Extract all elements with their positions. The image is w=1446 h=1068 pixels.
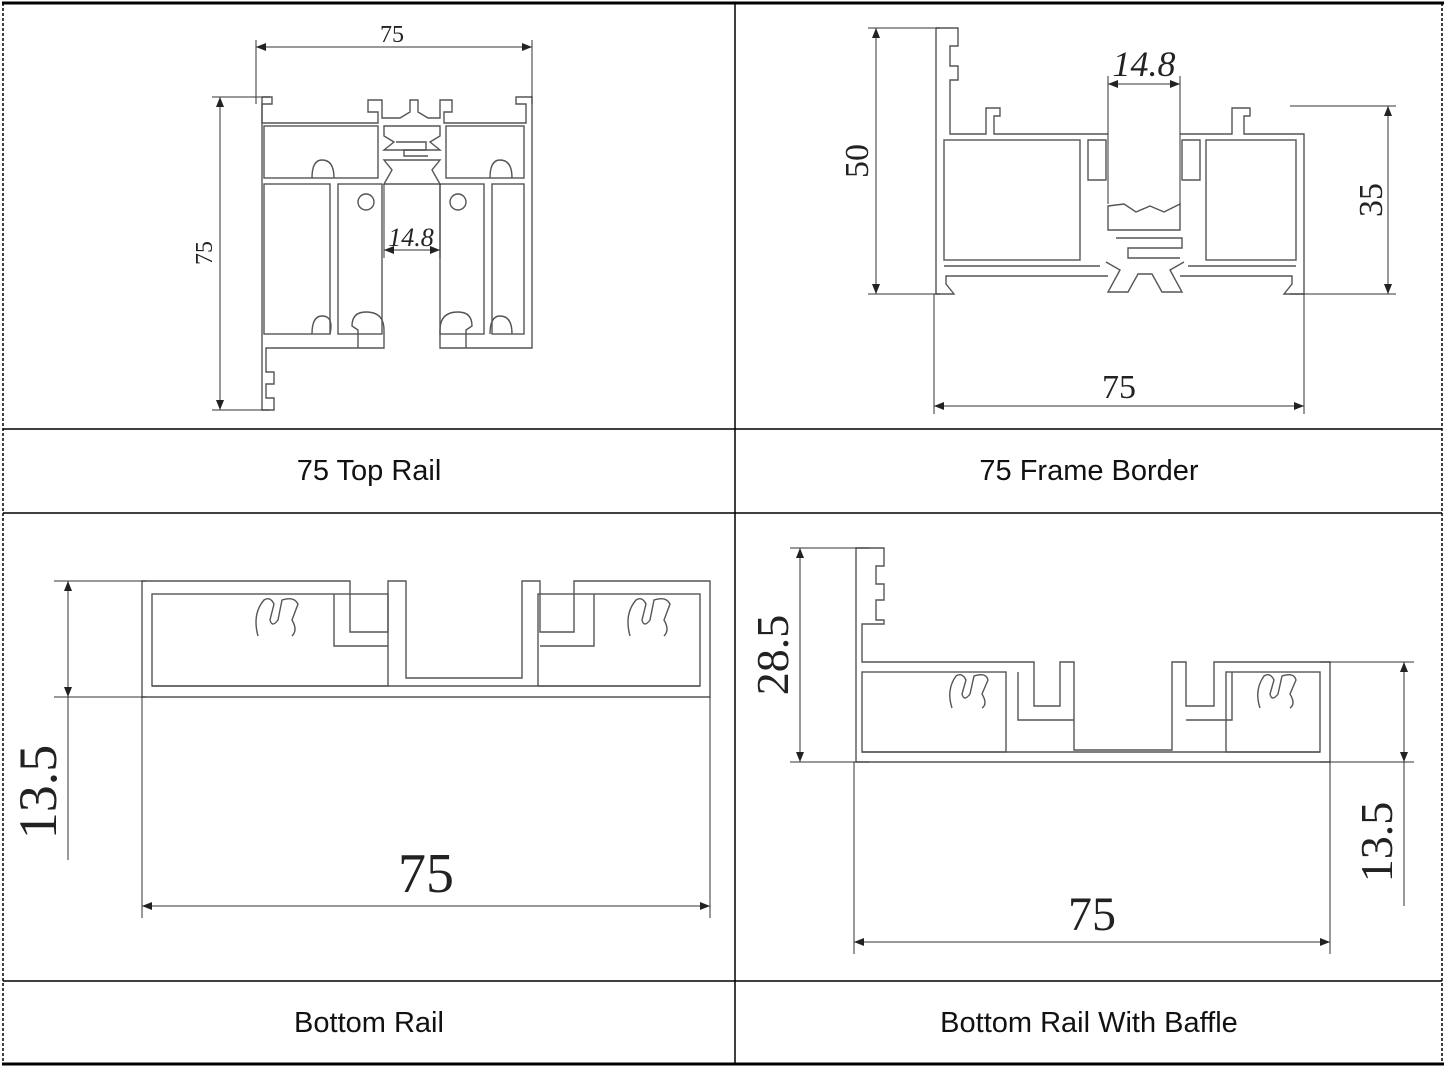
bottom-rail-drawing: 13.5 75 [8,580,711,918]
caption-bottom-rail-baffle: Bottom Rail With Baffle [940,1006,1238,1039]
top-rail-drawing: 75 75 14.8 [192,22,533,411]
frame-border-height-label: 50 [839,144,876,178]
top-rail-profile [261,96,533,411]
baffle-profile [855,547,1331,763]
baffle-height-label: 28.5 [747,615,798,696]
baffle-lower-height-label: 13.5 [1351,802,1402,883]
top-rail-height-label: 75 [192,241,218,265]
bottom-rail-height-label: 13.5 [8,745,68,840]
frame-border-gap-label: 14.8 [1113,44,1176,84]
caption-bottom-rail: Bottom Rail [294,1006,444,1039]
bottom-rail-width-label: 75 [398,843,454,905]
top-rail-dims: 75 75 14.8 [192,22,533,411]
top-rail-gap-label: 14.8 [388,223,434,252]
top-rail-width-label: 75 [380,22,404,48]
caption-frame-border: 75 Frame Border [979,455,1199,487]
caption-top-rail: 75 Top Rail [296,455,442,487]
bottom-rail-dims: 13.5 75 [8,580,711,918]
frame-border-inner-height-label: 35 [1353,183,1390,217]
baffle-dims: 28.5 13.5 75 [747,547,1414,954]
frame-border-drawing: 50 14.8 35 75 [839,27,1396,414]
baffle-width-label: 75 [1068,888,1116,941]
frame-border-width-label: 75 [1102,369,1136,406]
frame-border-dims: 50 14.8 35 75 [839,27,1396,414]
frame-border-profile [935,27,1305,295]
bottom-rail-profile [141,580,711,698]
bottom-rail-baffle-drawing: 28.5 13.5 75 [747,547,1414,954]
